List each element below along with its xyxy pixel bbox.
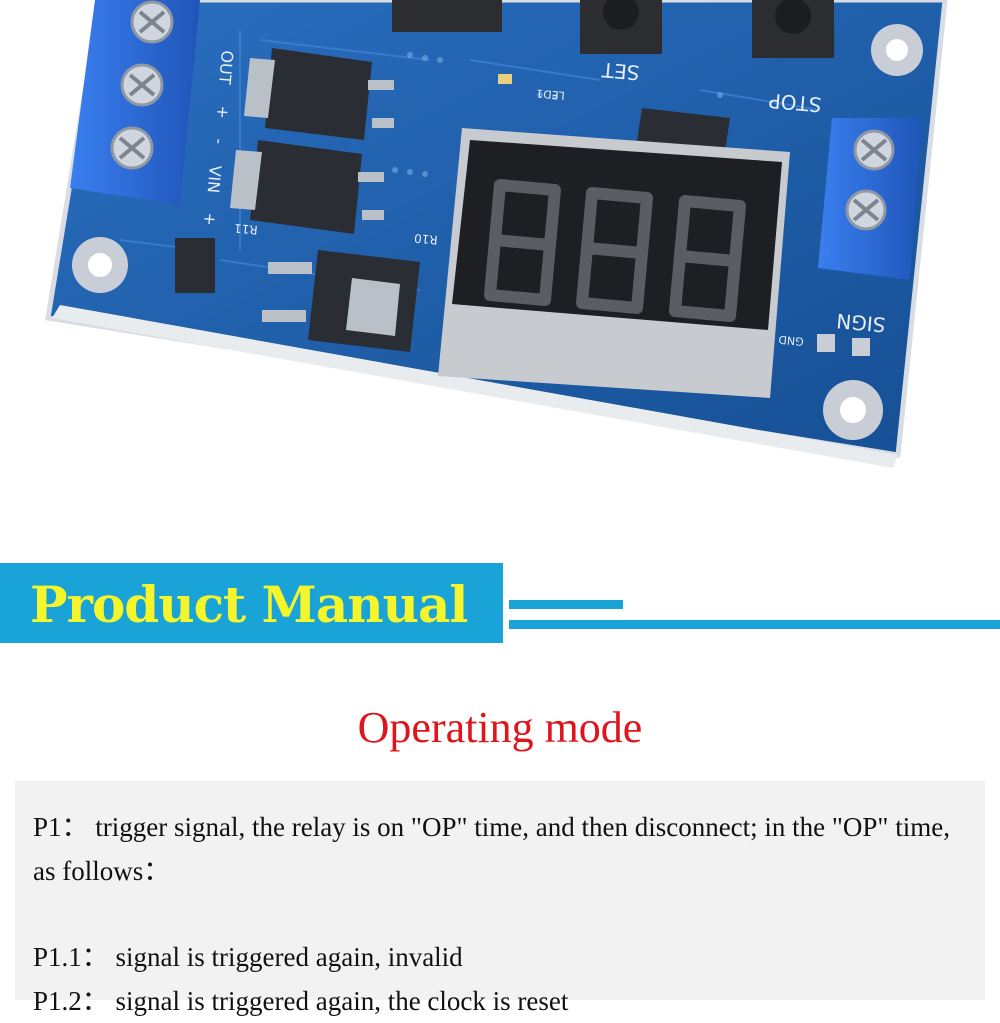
seven-segment-display xyxy=(438,128,790,398)
banner-accent-line xyxy=(509,620,1000,629)
manual-paragraph-p1-2: P1.2： signal is triggered again, the clo… xyxy=(33,986,569,1016)
left-terminal-block xyxy=(70,0,200,205)
manual-panel: P1： trigger signal, the relay is on "OP"… xyxy=(15,781,985,1016)
silkscreen-label: - xyxy=(210,138,229,145)
manual-paragraph-p1-1: P1.1： signal is triggered again, invalid xyxy=(33,942,463,972)
banner-background xyxy=(0,563,503,643)
silkscreen-label: SET xyxy=(600,58,640,85)
silkscreen-label: GND xyxy=(778,333,804,348)
tactile-button xyxy=(392,0,834,58)
manual-paragraph-p1: P1： trigger signal, the relay is on "OP"… xyxy=(33,812,950,886)
banner-accent-line xyxy=(509,600,623,609)
product-photo: OUT + - VIN + SET STOP LED1 R11 R10 SIGN… xyxy=(45,0,948,468)
mounting-hole-icon xyxy=(72,24,923,440)
silkscreen-label: + xyxy=(200,212,220,227)
mosfet-chip xyxy=(175,48,420,352)
silkscreen-label: OUT xyxy=(215,50,237,86)
silkscreen-label: VIN xyxy=(204,165,225,194)
right-terminal-block xyxy=(818,118,922,280)
silkscreen-label: R11 xyxy=(234,221,259,237)
silkscreen-label: R10 xyxy=(414,231,439,247)
section-heading: Operating mode xyxy=(357,703,643,752)
banner-title: Product Manual xyxy=(30,575,468,634)
silkscreen-label: + xyxy=(213,105,233,120)
silkscreen-label: STOP xyxy=(768,88,823,117)
silkscreen-label: LED1 xyxy=(536,87,566,102)
silkscreen-label: SIGN xyxy=(835,309,886,337)
